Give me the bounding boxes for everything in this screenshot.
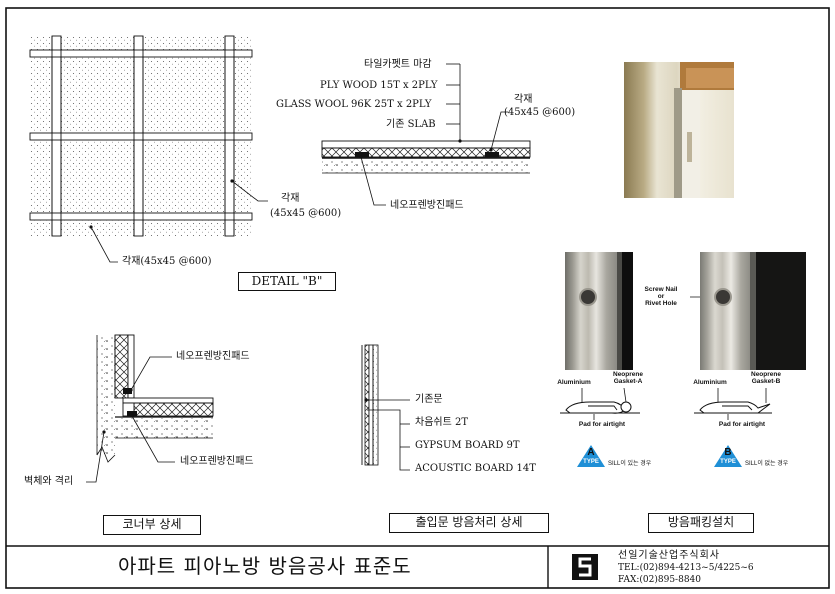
aluminium-label-b: Aluminium (693, 379, 727, 386)
detail-b-section (321, 63, 531, 206)
packing-photo-b (700, 252, 806, 370)
detail-b-plan-grid (29, 35, 268, 263)
type-a-note: SILL이 있는 경우 (608, 461, 652, 467)
gasket-label-a: Neoprene Gasket-A (613, 371, 643, 385)
layer-label-2: PLY WOOD 15T x 2PLY (320, 80, 438, 91)
screw-hole-label: Screw Nail or Rivet Hole (644, 286, 678, 307)
corner-detail (86, 334, 214, 483)
door-layer-4: ACOUSTIC BOARD 14T (415, 463, 536, 474)
drawing-title: 아파트 피아노방 방음공사 표준도 (118, 554, 412, 578)
layer-label-3: GLASS WOOL 96K 25T x 2PLY (276, 99, 432, 110)
type-a-word: TYPE (583, 459, 599, 465)
lumber-label-top: 각재 (514, 94, 533, 105)
door-detail-title: 출입문 방음처리 상세 (389, 513, 549, 533)
wall-isolation-label: 벽체와 격리 (24, 476, 74, 487)
pad-label-a: Pad for airtight (578, 421, 626, 428)
company-tel: TEL:(02)894-4213~5/4225~6 (618, 563, 754, 573)
pad-label-b: Pad for airtight (718, 421, 766, 428)
packing-photo-a (565, 252, 633, 370)
type-b-triangle (714, 445, 742, 467)
company-fax: FAX:(02)895-8840 (618, 575, 701, 585)
type-b-letter: B (724, 447, 732, 458)
grid-lumber-label: 각재 (281, 193, 300, 204)
neoprene-pad-label: 네오프렌방진패드 (390, 200, 464, 211)
door-layer-2: 차음쉬트 2T (415, 417, 469, 428)
aluminium-label-a: Aluminium (557, 379, 591, 386)
door-layer-3: GYPSUM BOARD 9T (415, 440, 520, 451)
lumber-size-top: (45x45 @600) (504, 107, 576, 118)
grid-lumber-size: (45x45 @600) (270, 208, 342, 219)
door-frame-photo (624, 62, 734, 198)
door-layer-1: 기존문 (415, 394, 443, 405)
type-b-badge: B TYPE (713, 444, 743, 468)
detail-b-title: DETAIL "B" (238, 272, 336, 291)
corner-neoprene-top: 네오프렌방진패드 (176, 351, 250, 362)
packing-drawing-b (694, 388, 772, 420)
bottom-lumber-label: 각재(45x45 @600) (122, 256, 212, 267)
corner-neoprene-bottom: 네오프렌방진패드 (180, 456, 254, 467)
type-b-word: TYPE (720, 459, 736, 465)
type-a-letter: A (587, 447, 595, 458)
packing-title: 방음패킹설치 (648, 513, 754, 533)
sheet-border (5, 7, 830, 589)
packing-drawing-a (560, 387, 640, 420)
type-b-note: SILL이 없는 경우 (745, 461, 789, 467)
layer-label-1: 타일카펫트 마감 (364, 59, 432, 70)
layer-label-4: 기존 SLAB (386, 119, 436, 130)
company-logo (572, 554, 598, 580)
type-a-badge: A TYPE (576, 444, 606, 468)
gasket-label-b: Neoprene Gasket-B (751, 371, 781, 385)
door-section (361, 344, 410, 471)
corner-detail-title: 코너부 상세 (103, 515, 201, 535)
type-a-triangle (577, 445, 605, 467)
company-name: 선일기술산업주식회사 (618, 550, 720, 561)
